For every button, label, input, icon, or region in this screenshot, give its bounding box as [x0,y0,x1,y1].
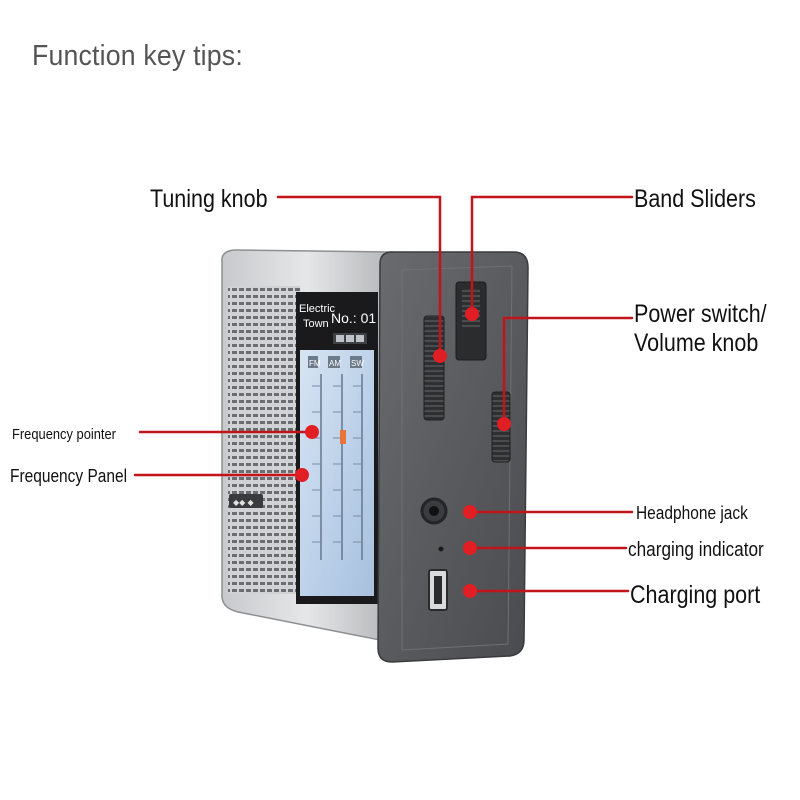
charging-led [438,546,444,552]
label-frequency-pointer: Frequency pointer [12,426,116,443]
label-band-sliders: Band Sliders [634,185,756,213]
label-power-switch: Power switch/ [634,300,767,328]
svg-text:AM: AM [329,359,341,368]
frequency-pointer-needle [340,430,346,444]
label-frequency-panel: Frequency Panel [10,466,128,486]
marker-volume-knob [497,417,511,431]
marker-charging-indicator [463,541,477,555]
radio-side-face [377,251,529,663]
speaker-grille [228,286,300,594]
marker-frequency-pointer [305,425,319,439]
frequency-screen [300,350,374,596]
marker-charging-port [463,584,477,598]
svg-text:◆◆ ◆: ◆◆ ◆ [233,498,255,507]
marker-dots [295,307,511,598]
svg-text:SW: SW [351,359,364,368]
svg-text:FM: FM [309,359,321,368]
screen-number: No.: 01 [331,310,376,326]
label-headphone-jack: Headphone jack [636,503,748,523]
screen-title-2: Town [303,318,329,330]
label-power-volume: Power switch/ Volume knob [634,300,767,358]
marker-headphone-jack [463,505,477,519]
brand-badge [229,494,263,508]
label-charging-indicator: charging indicator [628,539,764,561]
label-volume-knob: Volume knob [634,329,759,357]
page-heading: Function key tips: [32,40,243,72]
marker-band-sliders [465,307,479,321]
marker-tuning-knob [433,349,447,363]
screen-title-1: Electric [299,303,336,315]
label-charging-port: Charging port [630,581,761,609]
marker-frequency-panel [295,468,309,482]
leader-lines [133,195,634,593]
label-tuning-knob: Tuning knob [150,185,268,213]
